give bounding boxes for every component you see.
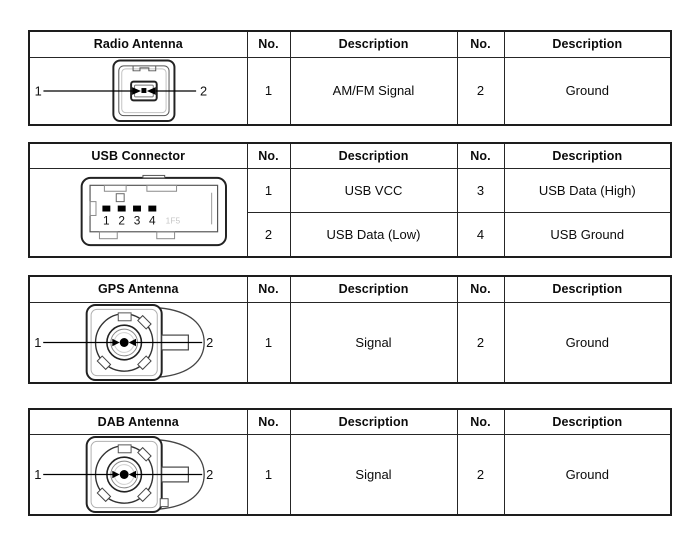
- pin-number-cell: 1: [246, 434, 291, 516]
- pin-description-cell: USB Ground: [503, 211, 672, 258]
- dab-antenna-connector-diagram: 1 2: [28, 434, 248, 516]
- pin-description-cell: Ground: [503, 56, 672, 125]
- no-column-header: No.: [456, 275, 505, 303]
- pin-number-cell: 1: [246, 56, 291, 125]
- usb-connector-table: USB Connector No. Description No. Descri…: [28, 141, 672, 258]
- radio-antenna-title: Radio Antenna: [28, 30, 248, 58]
- pin-description-cell: Signal: [289, 301, 458, 383]
- pin-1-callout-label: 1: [35, 334, 42, 349]
- usb-connector-title: USB Connector: [28, 142, 248, 169]
- description-column-header: Description: [503, 408, 672, 435]
- description-column-header: Description: [289, 275, 458, 303]
- pin-1-callout-label: 1: [35, 83, 42, 98]
- pin-number-cell: 2: [246, 211, 291, 258]
- gps-antenna-connector-icon: 1 2: [35, 303, 214, 381]
- pin-number-cell: 2: [456, 56, 505, 125]
- pin-2-callout-label: 2: [206, 467, 213, 482]
- description-column-header: Description: [503, 275, 672, 303]
- pin-description-cell: Signal: [289, 434, 458, 516]
- pin-number-cell: 1: [246, 301, 291, 383]
- usb-connector-diagram: 1 2 3 4 1F5: [28, 168, 248, 258]
- no-column-header: No.: [456, 30, 505, 58]
- no-column-header: No.: [456, 142, 505, 169]
- usb-pin-4-label: 4: [149, 213, 156, 227]
- pin-description-cell: USB VCC: [289, 168, 458, 213]
- usb-connector-stamp-marking: 1F5: [166, 215, 181, 225]
- description-column-header: Description: [503, 142, 672, 169]
- connector-pinout-page: Radio Antenna No. Description No. Descri…: [28, 30, 672, 516]
- usb-pin-3-label: 3: [134, 213, 141, 227]
- radio-antenna-connector-icon: 1 2: [35, 58, 207, 122]
- pin-number-cell: 2: [456, 434, 505, 516]
- description-column-header: Description: [503, 30, 672, 58]
- pin-2-callout-label: 2: [206, 334, 213, 349]
- pin-description-cell: AM/FM Signal: [289, 56, 458, 125]
- pin-description-cell: Ground: [503, 434, 672, 516]
- pin-number-cell: 1: [246, 168, 291, 213]
- pin-1-callout-label: 1: [35, 467, 42, 482]
- pin-number-cell: 2: [456, 301, 505, 383]
- pin-number-cell: 4: [456, 211, 505, 258]
- description-column-header: Description: [289, 408, 458, 435]
- no-column-header: No.: [246, 30, 291, 58]
- gps-antenna-table: GPS Antenna No. Description No. Descript…: [28, 275, 672, 384]
- description-column-header: Description: [289, 142, 458, 169]
- dab-antenna-connector-icon: 1 2: [35, 435, 214, 514]
- no-column-header: No.: [456, 408, 505, 435]
- dab-antenna-title: DAB Antenna: [28, 408, 248, 435]
- description-column-header: Description: [289, 30, 458, 58]
- pin-2-callout-label: 2: [200, 83, 207, 98]
- no-column-header: No.: [246, 142, 291, 169]
- no-column-header: No.: [246, 408, 291, 435]
- usb-pin-2-label: 2: [119, 213, 126, 227]
- gps-antenna-title: GPS Antenna: [28, 275, 248, 303]
- pin-number-cell: 3: [456, 168, 505, 213]
- gps-antenna-connector-diagram: 1 2: [28, 301, 248, 383]
- radio-antenna-connector-diagram: 1 2: [28, 56, 248, 125]
- pin-description-cell: USB Data (High): [503, 168, 672, 213]
- usb-connector-icon: 1 2 3 4 1F5: [80, 174, 228, 247]
- pin-description-cell: Ground: [503, 301, 672, 383]
- no-column-header: No.: [246, 275, 291, 303]
- dab-antenna-table: DAB Antenna No. Description No. Descript…: [28, 407, 672, 516]
- pin-description-cell: USB Data (Low): [289, 211, 458, 258]
- usb-pin-1-label: 1: [103, 213, 110, 227]
- radio-antenna-table: Radio Antenna No. Description No. Descri…: [28, 30, 672, 126]
